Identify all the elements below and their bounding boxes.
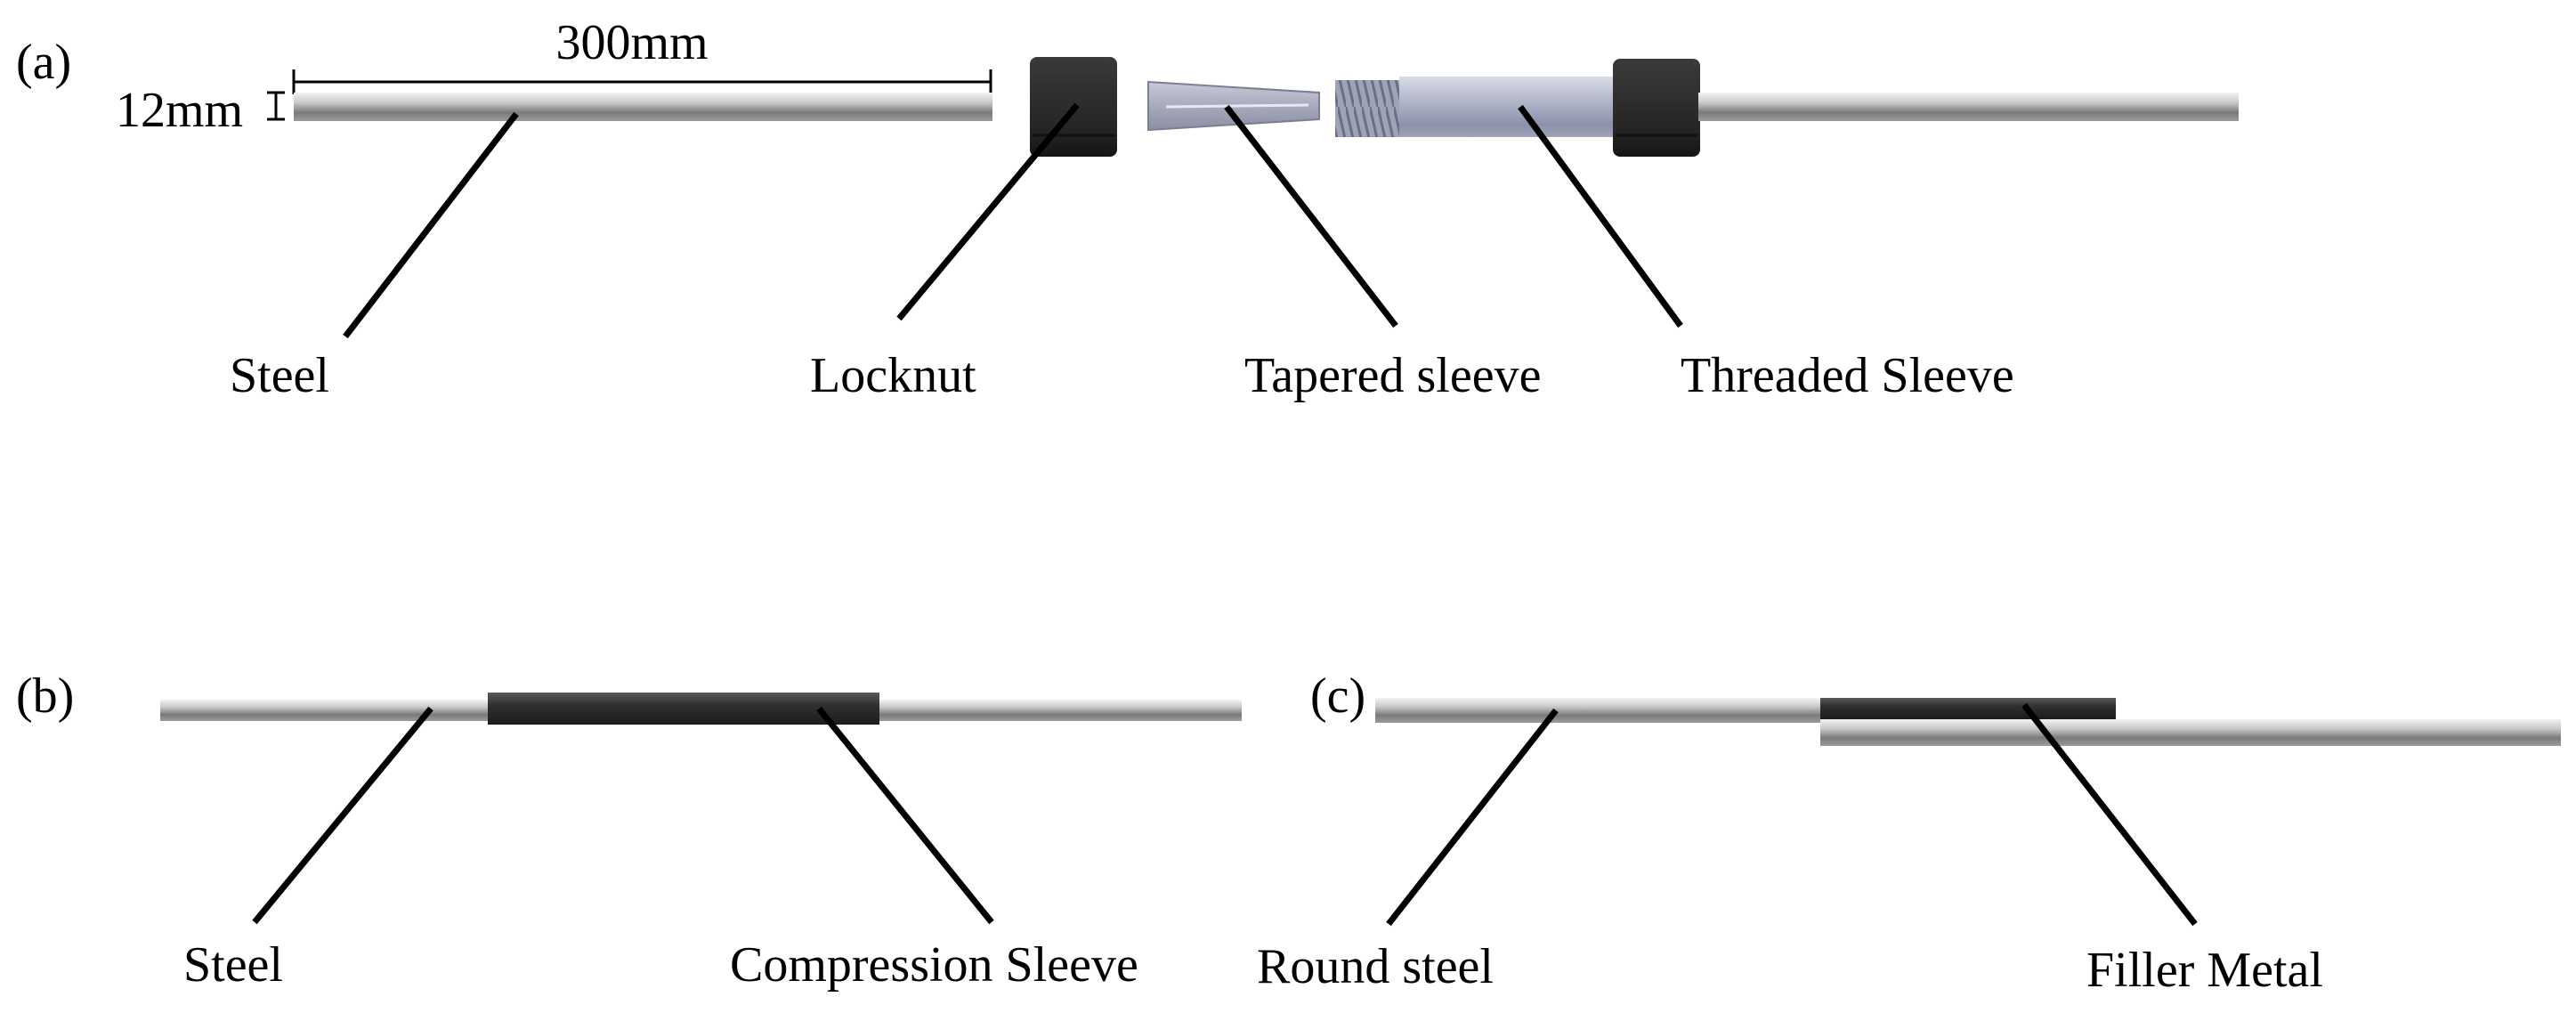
steel-bar-a-left (294, 93, 992, 121)
threaded-section (1335, 80, 1399, 137)
label-round-steel: Round steel (1257, 939, 1494, 994)
round-steel-upper (1375, 698, 1820, 723)
threaded-sleeve (1399, 77, 1615, 137)
label-compression-sleeve: Compression Sleeve (730, 937, 1138, 993)
label-tapered-sleeve: Tapered sleeve (1244, 348, 1541, 403)
label-locknut: Locknut (810, 348, 976, 403)
locknut-right (1613, 59, 1700, 157)
leader-steel-b (252, 706, 433, 925)
panel-b-tag: (b) (16, 669, 74, 724)
label-steel-a: Steel (230, 348, 329, 403)
round-steel-lower (1820, 719, 2561, 746)
length-dimension-line (292, 69, 992, 94)
diameter-dimension-label: 12mm (116, 83, 243, 138)
leader-steel-a (343, 111, 519, 339)
leader-tapered-sleeve (1224, 104, 1398, 328)
steel-bar-a-right (1698, 93, 2239, 121)
label-threaded-sleeve: Threaded Sleeve (1681, 348, 2014, 403)
leader-threaded-sleeve (1518, 104, 1683, 328)
panel-c-tag: (c) (1310, 669, 1365, 724)
leader-round-steel (1386, 708, 1559, 927)
length-dimension-label: 300mm (555, 15, 708, 70)
filler-metal (1820, 698, 2116, 719)
compression-sleeve (488, 693, 879, 725)
leader-compression-sleeve (816, 706, 994, 925)
label-steel-b: Steel (183, 937, 283, 993)
leader-filler-metal (2021, 702, 2198, 927)
panel-a-tag: (a) (16, 35, 71, 90)
label-filler-metal: Filler Metal (2086, 943, 2323, 998)
leader-locknut (896, 102, 1080, 321)
diameter-dimension-mark (267, 91, 285, 121)
